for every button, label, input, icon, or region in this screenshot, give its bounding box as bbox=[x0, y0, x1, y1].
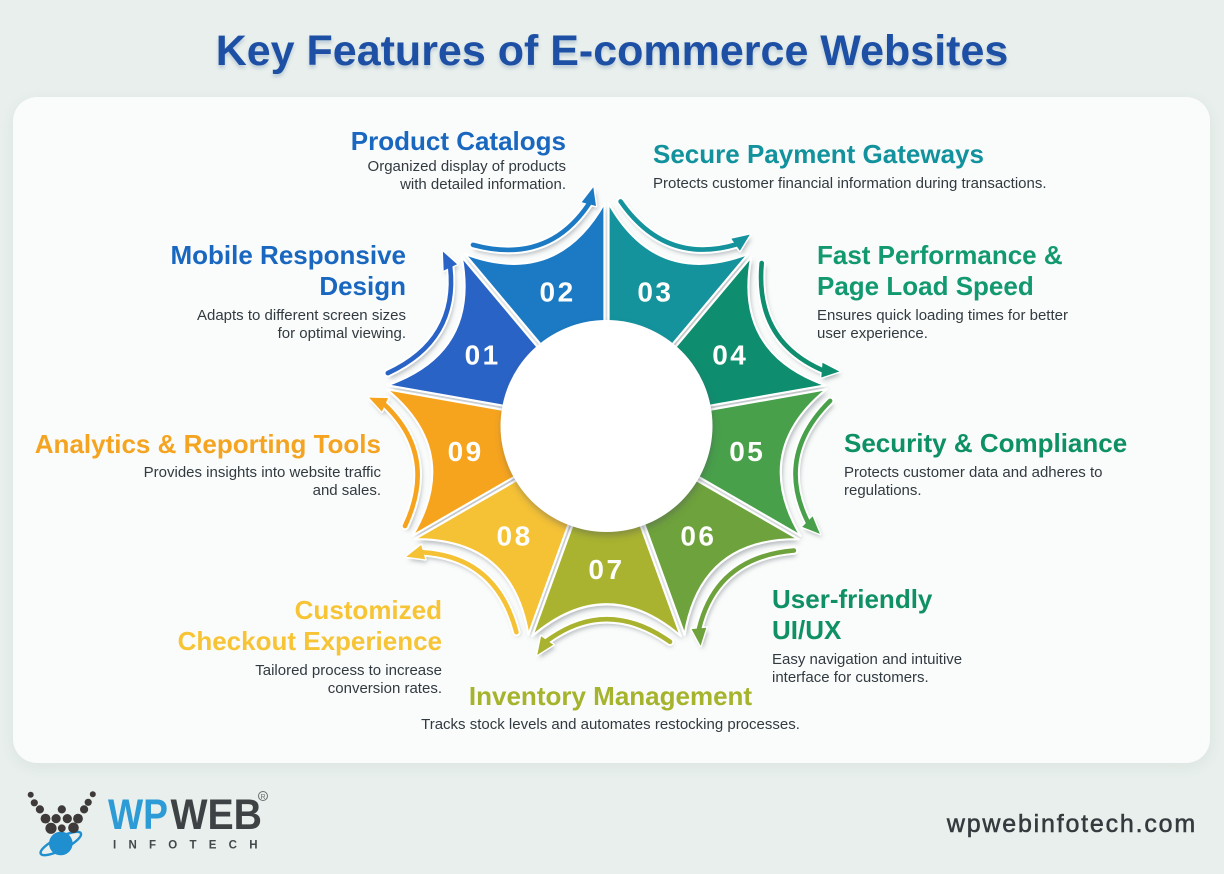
svg-text:WP: WP bbox=[108, 791, 168, 839]
svg-text:R: R bbox=[260, 794, 265, 801]
svg-text:05: 05 bbox=[729, 436, 765, 467]
svg-text:WEB: WEB bbox=[171, 791, 263, 839]
svg-text:06: 06 bbox=[680, 521, 716, 552]
svg-text:02: 02 bbox=[540, 277, 576, 308]
svg-text:08: 08 bbox=[497, 521, 533, 552]
svg-text:07: 07 bbox=[588, 554, 624, 585]
svg-text:09: 09 bbox=[448, 436, 484, 467]
svg-text:04: 04 bbox=[712, 340, 748, 371]
svg-text:01: 01 bbox=[465, 340, 501, 371]
svg-text:INFOTECH: INFOTECH bbox=[113, 840, 258, 852]
svg-text:03: 03 bbox=[637, 277, 673, 308]
